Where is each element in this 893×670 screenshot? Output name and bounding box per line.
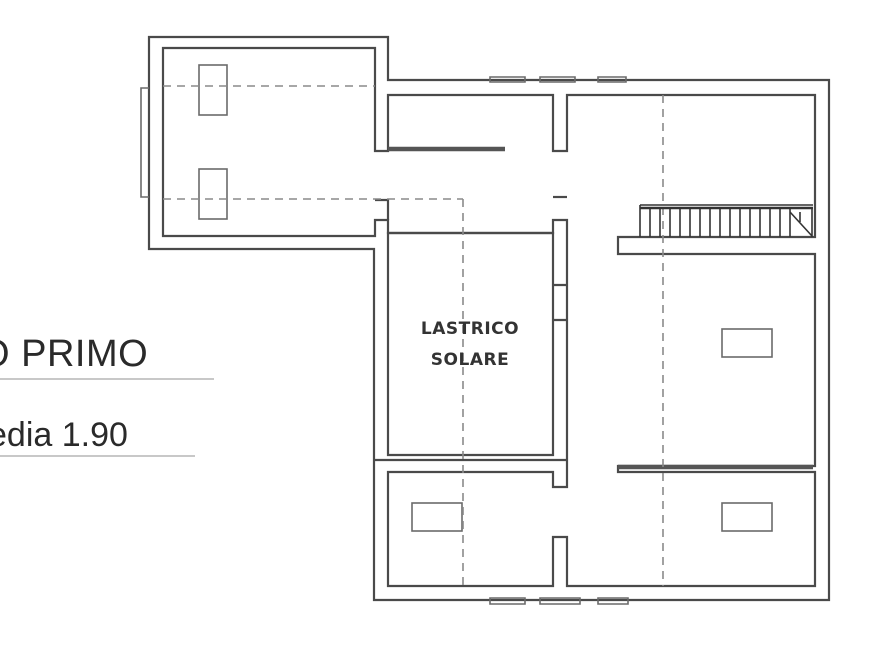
floor-height-label: edia 1.90: [0, 416, 128, 454]
bottom-window-2: [539, 597, 581, 605]
wall-stub-window: [553, 283, 567, 322]
inner-wall-left-wing: [161, 46, 817, 588]
skylight-2: [198, 168, 228, 220]
floor-title-underline: [0, 378, 214, 380]
wall-stub-left: [375, 198, 390, 220]
core-room-wall: [386, 231, 555, 457]
left-protrusion: [140, 87, 149, 198]
skylight-5: [721, 502, 773, 532]
top-window-3: [597, 76, 627, 83]
staircase: [639, 204, 813, 237]
room-label-line2: SOLARE: [431, 350, 509, 370]
outer-wall-left-wing: [147, 35, 831, 602]
top-window-1: [489, 76, 526, 83]
floor-height-underline: [0, 455, 195, 457]
room-label-line1: LASTRICO: [421, 319, 519, 339]
skylight-1: [198, 64, 228, 116]
bottom-window-1: [489, 597, 526, 605]
bottom-window-3: [597, 597, 629, 605]
top-window-2: [539, 76, 576, 83]
skylight-3: [721, 328, 773, 358]
floor-title: O PRIMO: [0, 333, 149, 375]
skylight-4: [411, 502, 463, 532]
